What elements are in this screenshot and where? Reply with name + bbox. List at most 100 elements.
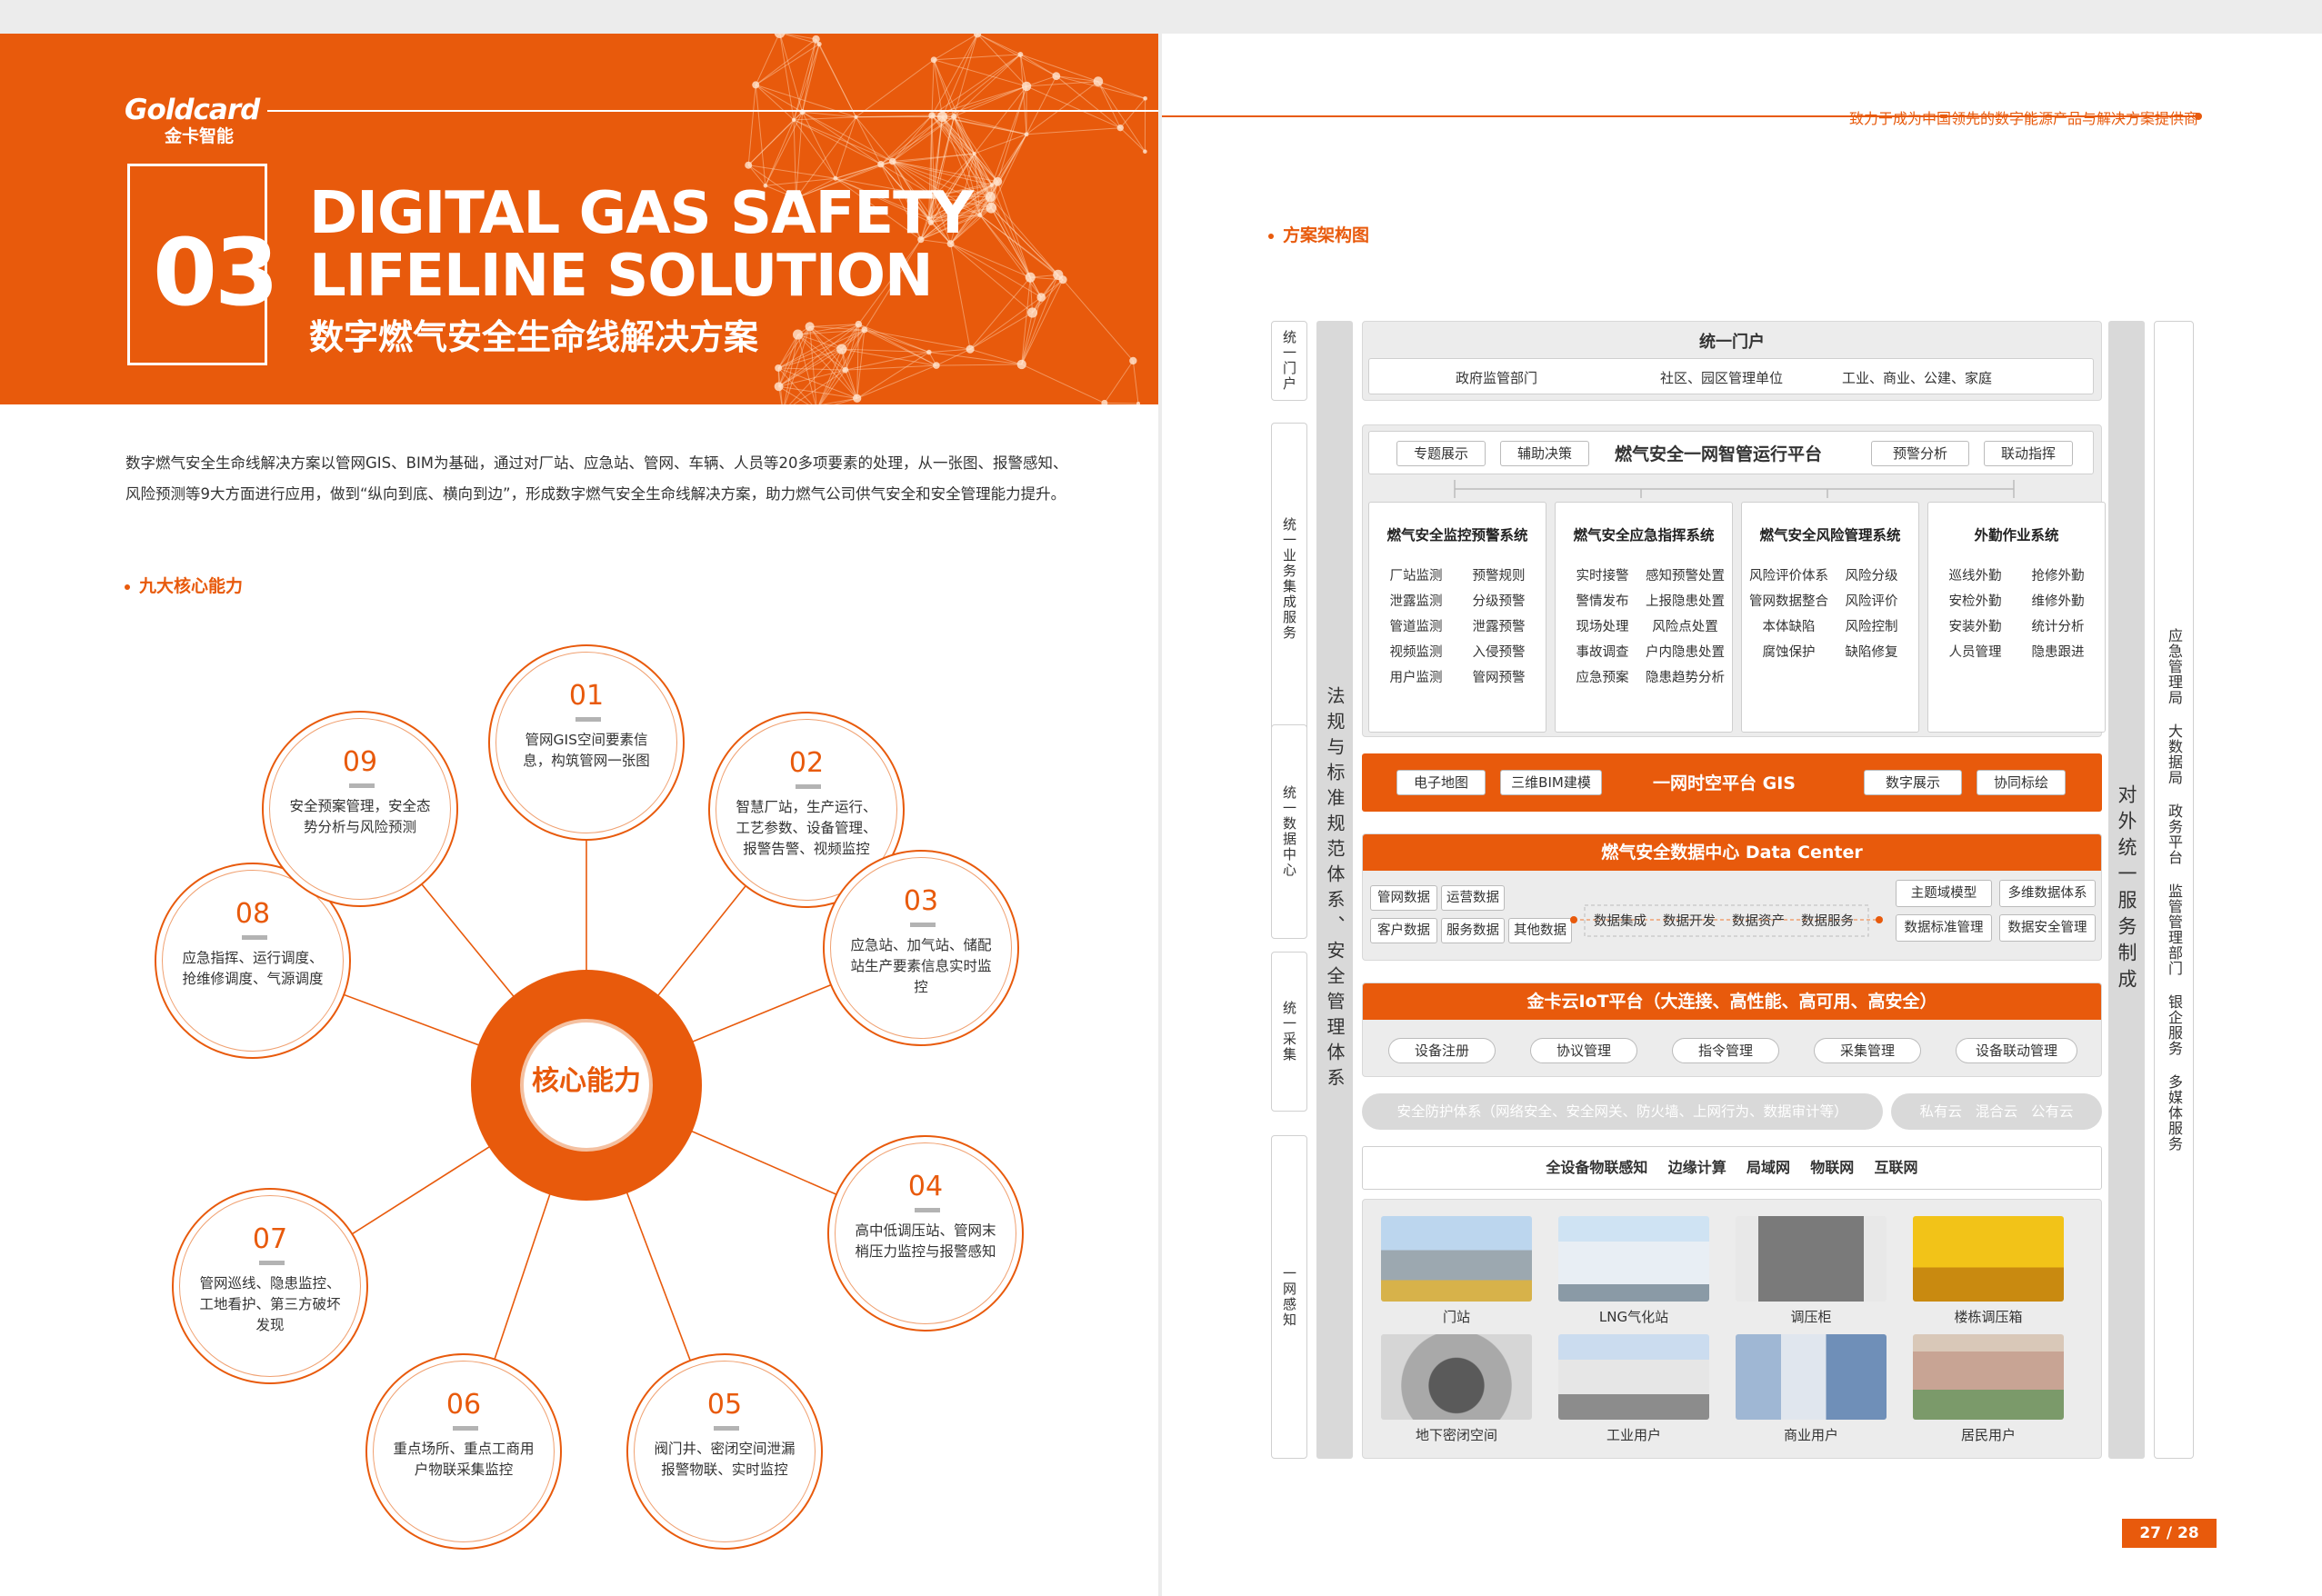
core-circle: 核心能力 [471, 970, 702, 1201]
network-node [745, 161, 753, 169]
network-link [747, 165, 796, 199]
network-link [779, 34, 804, 113]
capability-number: 08 [235, 898, 271, 930]
network-link [979, 214, 1059, 275]
network-link [747, 119, 795, 166]
network-link [942, 116, 998, 183]
network-link [834, 397, 857, 404]
site-photo [1381, 1334, 1532, 1420]
iot-function: 协议管理 [1530, 1038, 1637, 1063]
network-link [920, 222, 932, 240]
network-link [933, 59, 955, 117]
network-link [796, 116, 856, 199]
portal-users: 政府监管部门 社区、园区管理单位 工业、商业、公建、家庭 [1368, 358, 2094, 394]
network-link [1021, 279, 1064, 365]
network-link [931, 115, 935, 196]
network-link [976, 34, 1057, 77]
network-link [892, 161, 981, 215]
system-function: 事故调查 [1576, 645, 1629, 660]
data-flow-step: 数据集成 [1594, 914, 1646, 929]
network-link [802, 44, 820, 113]
network-link [933, 116, 944, 196]
capability-number: 06 [445, 1389, 482, 1421]
network-link [880, 116, 943, 165]
system-title: 燃气安全应急指挥系统 [1573, 527, 1715, 544]
network-node [936, 111, 948, 123]
network-node [836, 344, 847, 354]
network-link [953, 115, 991, 197]
network-link [996, 134, 1027, 183]
data-flow-connector [1570, 904, 1883, 937]
network-link [892, 161, 993, 186]
network-link [996, 181, 1031, 278]
network-link [892, 161, 951, 244]
network-link [778, 385, 809, 404]
goldcard-logo: Goldcard 金卡智能 [125, 94, 260, 147]
section-heading: 九大核心能力 [125, 573, 243, 597]
network-link [930, 207, 992, 224]
network-link [793, 119, 882, 165]
network-link [1040, 279, 1064, 298]
network-node [775, 364, 783, 372]
network-link [950, 207, 992, 244]
network-node [972, 152, 976, 156]
capability-text: 管网GIS空间要素信息，构筑管网一张图 [523, 732, 650, 769]
network-link [845, 369, 858, 399]
system-function: 感知预警处置 [1646, 569, 1725, 584]
network-node [833, 175, 838, 181]
capability-number: 02 [788, 747, 825, 779]
network-link [747, 85, 756, 165]
cloud-bar: 私有云 混合云 公有云 [1891, 1093, 2102, 1130]
network-link [974, 154, 981, 215]
page-number: 27 / 28 [2122, 1519, 2217, 1548]
network-link [802, 111, 882, 165]
network-node [926, 349, 932, 355]
network-link [820, 397, 857, 404]
network-link [797, 334, 858, 399]
network-link [930, 116, 944, 223]
network-link [1020, 54, 1099, 83]
network-link [1056, 75, 1146, 99]
site-photo [1558, 1216, 1709, 1302]
network-node [1093, 76, 1104, 86]
network-link [931, 115, 993, 185]
system-function: 风险评价体系 [1749, 569, 1828, 584]
network-link [936, 364, 1022, 366]
network-link [857, 239, 922, 324]
network-link [931, 34, 978, 116]
network-node [927, 219, 934, 225]
network-link [990, 196, 1059, 275]
network-link [777, 334, 798, 369]
network-link [934, 54, 1021, 61]
system-function: 风险点处置 [1652, 620, 1718, 634]
network-link [950, 196, 991, 244]
network-link [802, 38, 817, 113]
system-function: 厂站监测 [1389, 569, 1443, 584]
network-link [934, 59, 1027, 87]
network-node [793, 329, 804, 340]
network-link [880, 164, 935, 197]
network-link [777, 348, 842, 369]
network-link [835, 177, 932, 224]
network-link [979, 214, 1031, 278]
title-chinese: 数字燃气安全生命线解决方案 [309, 317, 759, 357]
network-link [1104, 402, 1139, 404]
system-function: 预警规则 [1472, 569, 1526, 584]
network-link [1021, 312, 1034, 365]
system-function: 应急预案 [1576, 671, 1629, 685]
gis-tab: 电子地图 [1396, 770, 1486, 795]
capability-divider [453, 1426, 478, 1431]
network-link [755, 85, 766, 186]
network-link [892, 161, 998, 183]
network-link [748, 165, 836, 179]
network-layer: 全设备物联感知 边缘计算 局域网 物联网 互联网 [1362, 1146, 2102, 1190]
network-link [856, 116, 882, 165]
left-page: Goldcard 金卡智能 03 DIGITAL GAS SAFETY LIFE… [0, 34, 1158, 1596]
network-node [1143, 95, 1147, 101]
hero-rule [267, 110, 1158, 112]
network-node [1024, 132, 1029, 137]
network-link [809, 326, 858, 399]
capability-text: 智慧厂站，生产运行、工艺参数、设备管理、报警告警、视频监控 [736, 799, 877, 857]
network-link [856, 352, 930, 399]
